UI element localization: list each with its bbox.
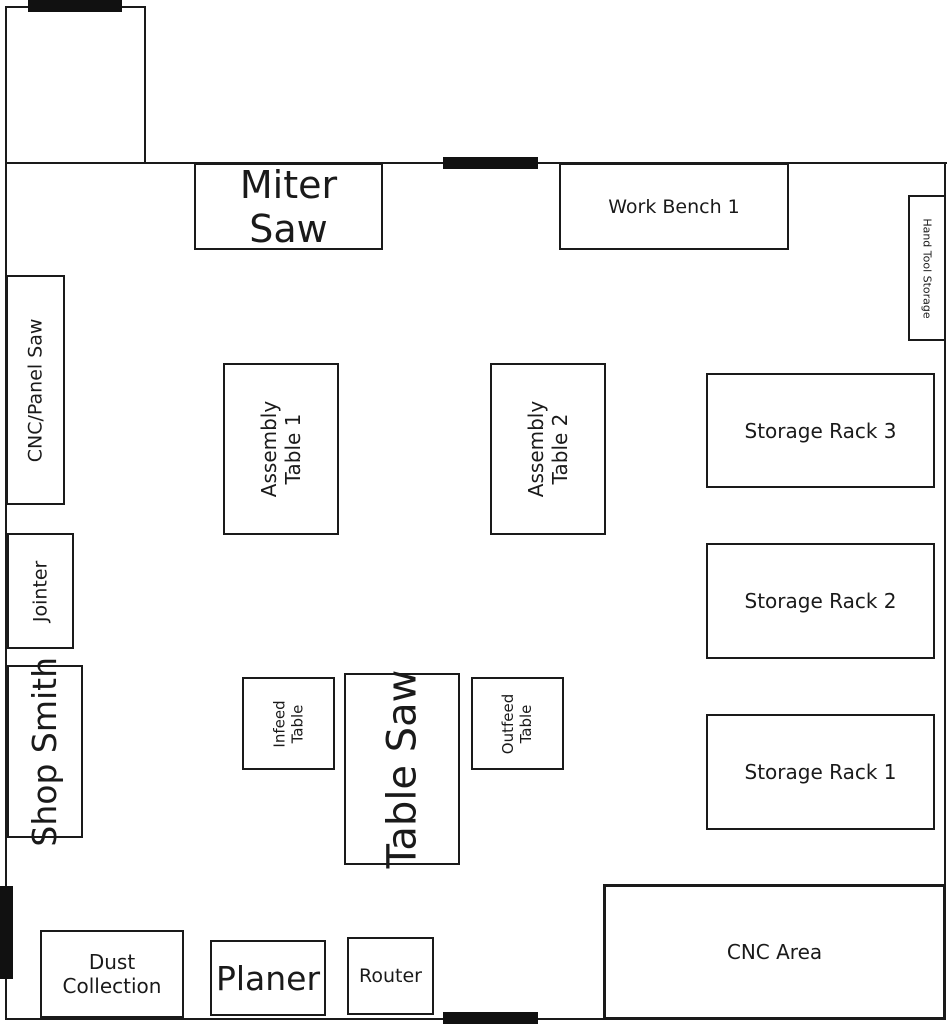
router[interactable]: Router — [347, 937, 434, 1015]
storage-rack-3-label: Storage Rack 3 — [744, 418, 897, 443]
jointer-label: Jointer — [29, 560, 52, 622]
table-saw-label: Table Saw — [379, 669, 425, 869]
infeed-table-label: Infeed Table — [270, 699, 307, 748]
storage-rack-1[interactable]: Storage Rack 1 — [706, 714, 935, 830]
infeed-table[interactable]: Infeed Table — [242, 677, 335, 770]
miter-saw[interactable]: Miter Saw — [194, 162, 383, 251]
storage-rack-1-label: Storage Rack 1 — [744, 760, 897, 784]
planer[interactable]: Planer — [210, 940, 326, 1016]
cnc-area-label: CNC Area — [726, 940, 823, 964]
cnc-panel-saw[interactable]: CNC/Panel Saw — [6, 275, 65, 505]
annex-door[interactable] — [28, 0, 122, 12]
left-door[interactable] — [0, 886, 13, 979]
assembly-table-2[interactable]: Assembly Table 2 — [490, 363, 606, 535]
assembly-table-1[interactable]: Assembly Table 1 — [223, 363, 339, 535]
storage-rack-3[interactable]: Storage Rack 3 — [706, 373, 935, 488]
bottom-door[interactable] — [443, 1012, 538, 1024]
shop-smith-label: Shop Smith — [25, 656, 65, 847]
assembly-table-1-label: Assembly Table 1 — [257, 400, 305, 498]
hand-tool-storage-label: Hand Tool Storage — [920, 217, 934, 319]
shop-left-wall — [5, 162, 7, 1020]
table-saw[interactable]: Table Saw — [344, 670, 460, 868]
planer-label: Planer — [215, 958, 321, 998]
cnc-panel-saw-label: CNC/Panel Saw — [24, 318, 47, 462]
cnc-area[interactable]: CNC Area — [603, 884, 946, 1020]
shop-smith[interactable]: Shop Smith — [7, 657, 83, 846]
annex-right-wall — [144, 6, 146, 164]
top-door[interactable] — [443, 157, 538, 169]
shop-right-wall — [944, 162, 946, 1020]
outfeed-table[interactable]: Outfeed Table — [471, 677, 564, 770]
work-bench-1[interactable]: Work Bench 1 — [559, 163, 789, 250]
router-label: Router — [359, 965, 422, 987]
assembly-table-2-label: Assembly Table 2 — [524, 400, 572, 498]
dust-collection[interactable]: Dust Collection — [40, 930, 184, 1018]
miter-saw-label: Miter Saw — [239, 162, 338, 251]
work-bench-1-label: Work Bench 1 — [608, 195, 740, 218]
outfeed-table-label: Outfeed Table — [499, 693, 536, 754]
hand-tool-storage[interactable]: Hand Tool Storage — [908, 195, 946, 341]
annex-left-wall — [5, 6, 7, 164]
dust-collection-label: Dust Collection — [62, 950, 162, 998]
storage-rack-2[interactable]: Storage Rack 2 — [706, 543, 935, 659]
storage-rack-2-label: Storage Rack 2 — [744, 589, 897, 613]
jointer[interactable]: Jointer — [7, 533, 74, 649]
